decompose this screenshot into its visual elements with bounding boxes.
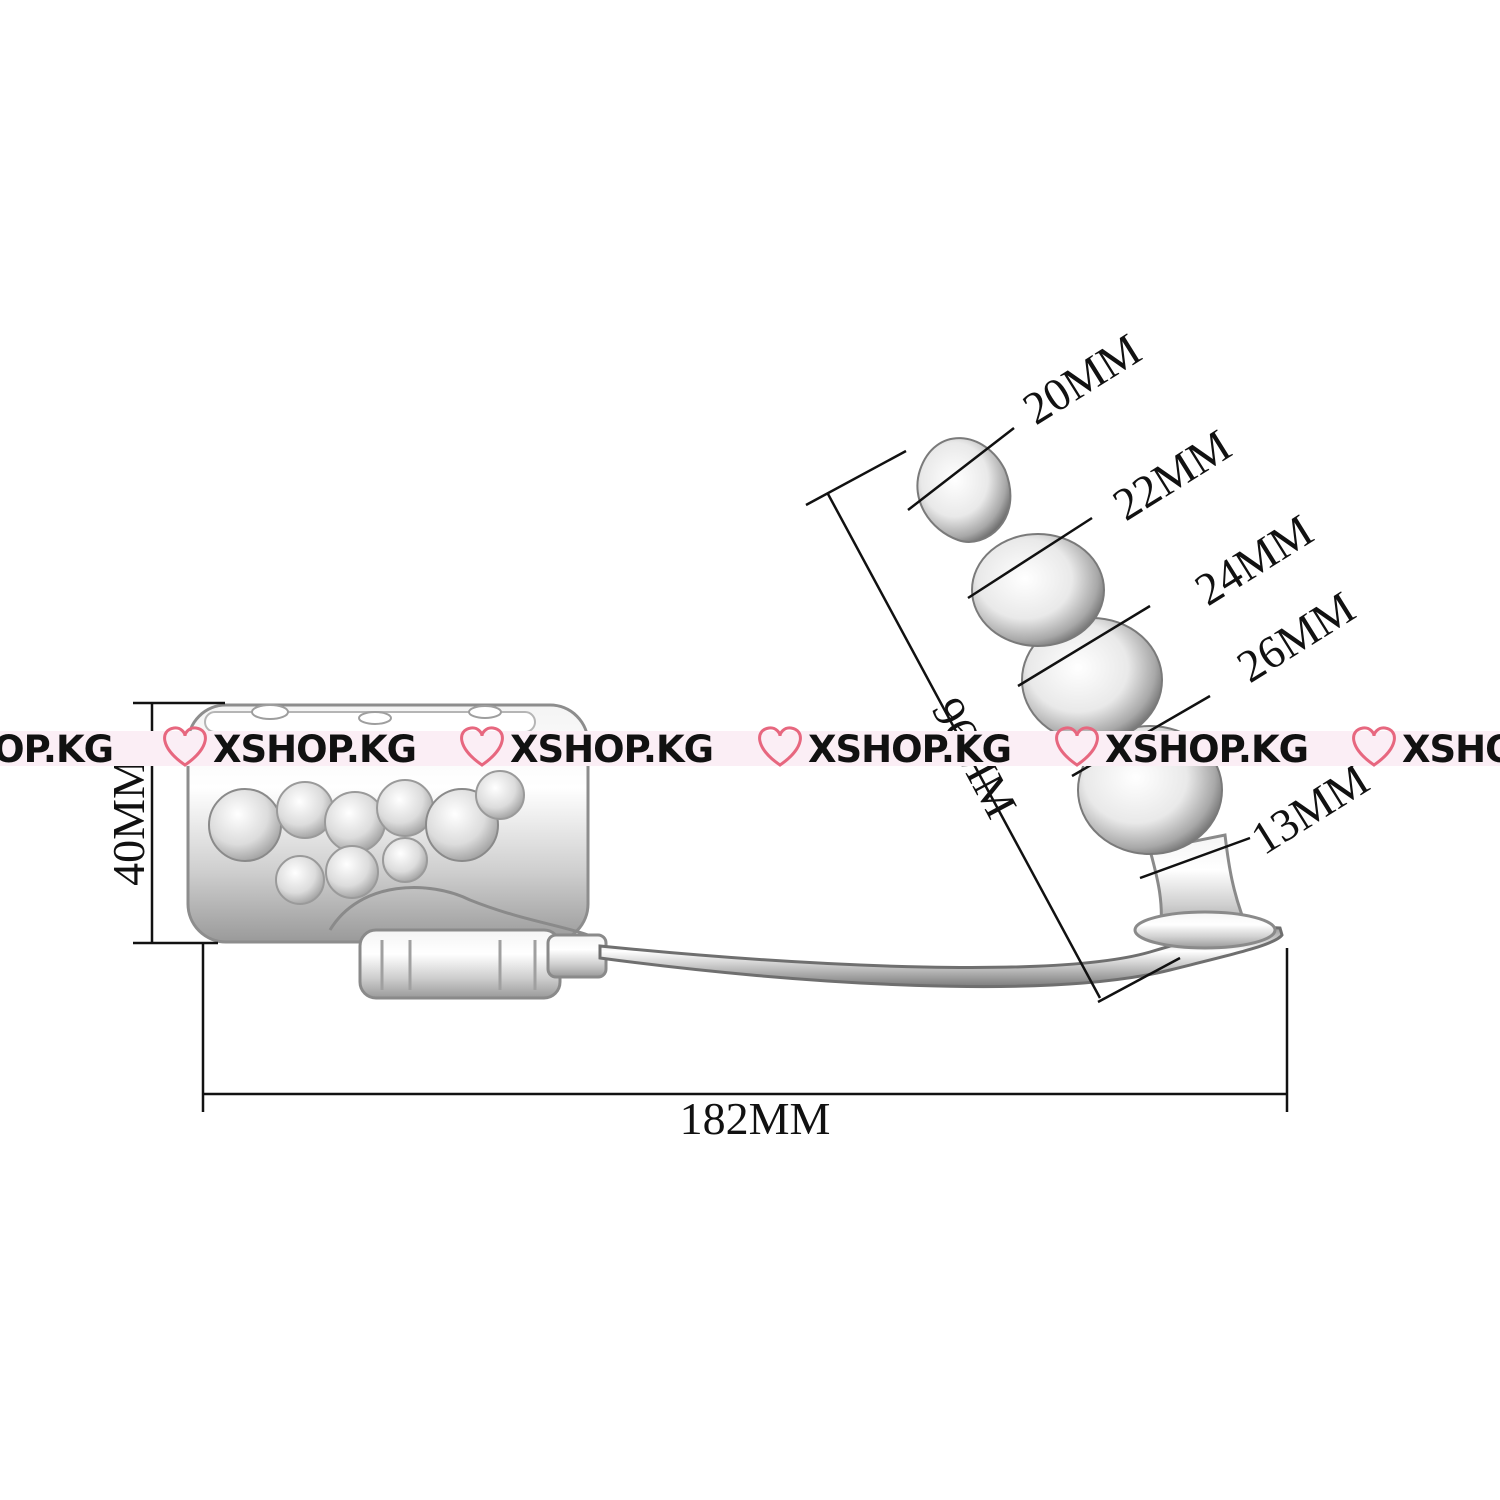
bead-1-line <box>907 427 1015 511</box>
bead-2-line <box>967 516 1093 600</box>
bead-3-label: 24MM <box>1186 504 1321 615</box>
bead-2-label: 22MM <box>1104 419 1239 530</box>
beaded-plug <box>916 437 1277 950</box>
watermark-text: XSHOP.KG <box>1402 728 1500 771</box>
watermark-item: XSHOP.KG <box>1055 726 1309 771</box>
cup-height-label: 40MM <box>103 758 154 886</box>
watermark-text: XSHOP.KG <box>510 728 713 771</box>
watermark-item: XSHOP.KG <box>163 726 417 771</box>
bead-1-label: 20MM <box>1014 323 1149 434</box>
heart-icon <box>758 726 802 767</box>
overall-length-label: 182MM <box>680 1093 831 1144</box>
plug-length-top-tick <box>805 449 907 507</box>
neck-line <box>1139 836 1251 880</box>
curved-rod <box>598 926 1284 989</box>
watermark-item: XSHOP.KG <box>460 726 714 771</box>
connector-tube <box>358 928 608 1000</box>
plug-length-bottom-tick <box>1097 956 1181 1004</box>
watermark-item: XSHOP.KG <box>1352 726 1500 771</box>
watermark-item: XSHOP.KG <box>0 728 114 771</box>
bead-4-label: 26MM <box>1228 581 1363 692</box>
heart-icon <box>1352 726 1396 767</box>
watermark-background <box>0 731 1500 766</box>
watermark-item: XSHOP.KG <box>758 726 1012 771</box>
heart-icon <box>163 726 207 767</box>
watermark-text: XSHOP.KG <box>0 728 113 771</box>
watermark-text: XSHOP.KG <box>808 728 1011 771</box>
product-illustration <box>186 437 1284 1000</box>
heart-icon <box>1055 726 1099 767</box>
bead-3-line <box>1017 604 1151 688</box>
watermark-text: XSHOP.KG <box>1105 728 1308 771</box>
watermark-text: XSHOP.KG <box>213 728 416 771</box>
heart-icon <box>460 726 504 767</box>
watermark-band: XSHOP.KG XSHOP.KG XSHOP.KG XSHOP.KG XSHO… <box>0 726 1500 771</box>
